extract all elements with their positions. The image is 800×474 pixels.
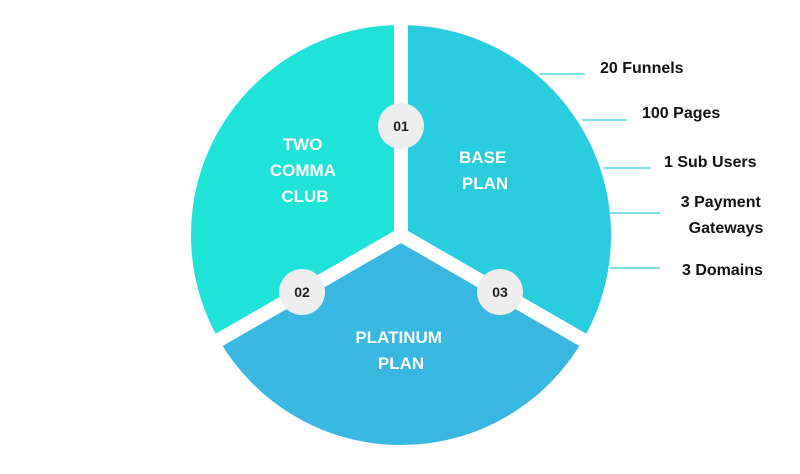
feature-leader-lines — [540, 73, 660, 269]
badge-02: 02 — [279, 269, 325, 315]
platinum-plan-label: PLATINUM PLAN — [355, 328, 446, 373]
badge-03: 03 — [477, 269, 523, 315]
badge-01-label: 01 — [393, 118, 409, 134]
feature-payment-gateways: 3 Payment Gateways — [681, 194, 766, 237]
base-plan-label: BASE PLAN — [459, 148, 511, 193]
two-comma-club-label: TWO COMMA CLUB — [270, 135, 340, 206]
badge-02-label: 02 — [294, 284, 310, 300]
badge-03-label: 03 — [492, 284, 508, 300]
feature-pages: 100 Pages — [642, 105, 720, 122]
badge-01: 01 — [378, 103, 424, 149]
feature-funnels: 20 Funnels — [600, 60, 684, 77]
feature-sub-users: 1 Sub Users — [664, 154, 757, 171]
feature-domains: 3 Domains — [682, 262, 763, 279]
